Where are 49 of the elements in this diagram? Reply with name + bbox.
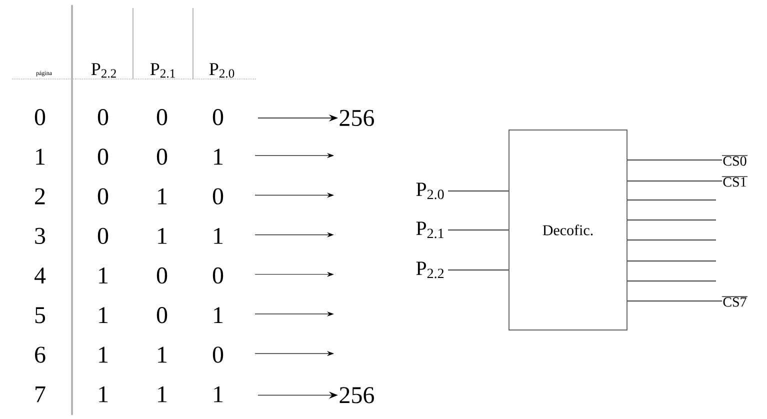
table-cell: 1 xyxy=(158,228,167,244)
signal-label: CS7 xyxy=(722,296,748,307)
table-cell: 0 xyxy=(98,148,108,165)
table-cell: 0 xyxy=(156,109,168,126)
table-cell: 1 xyxy=(158,188,167,204)
address-value: 256 xyxy=(340,387,374,404)
table-cell: 1 xyxy=(99,346,108,363)
table-cell: 0 xyxy=(98,109,108,126)
table-cell: 1 xyxy=(158,386,167,402)
table-cell: 0 xyxy=(98,188,108,204)
signal-line xyxy=(627,180,722,182)
table-cell: 1 xyxy=(99,386,108,402)
column-header: P$_{2.0}$ xyxy=(209,63,234,78)
row-number: 1 xyxy=(36,148,45,165)
row-number: 7 xyxy=(36,386,46,402)
row-number: 4 xyxy=(34,268,46,284)
signal-label: CS0 xyxy=(722,155,748,166)
input-label: P$_{2.0}$ xyxy=(416,182,444,200)
table-cell: 1 xyxy=(158,346,167,363)
row-number: 6 xyxy=(35,346,46,363)
table-cell: 1 xyxy=(214,386,223,402)
signal-line xyxy=(627,300,722,302)
signal-line xyxy=(627,280,716,282)
row-number: 5 xyxy=(35,307,46,324)
signal-label: CS1 xyxy=(722,176,748,187)
table-cell: 0 xyxy=(156,267,168,284)
table-cell: 0 xyxy=(212,267,224,284)
signal-line xyxy=(448,190,509,192)
table-cell: 1 xyxy=(214,307,223,323)
row-number: 0 xyxy=(34,109,46,126)
address-value: 256 xyxy=(340,110,374,126)
table-cell: 0 xyxy=(156,148,168,165)
table-cell: 1 xyxy=(99,307,108,323)
row-number: 2 xyxy=(35,188,45,204)
table-cell: 1 xyxy=(214,228,223,244)
input-label: P$_{2.2}$ xyxy=(416,262,444,278)
column-header: P$_{2.2}$ xyxy=(91,63,116,78)
input-label: P$_{2.1}$ xyxy=(416,222,444,238)
row-number: 3 xyxy=(35,228,46,244)
column-header: P$_{2.1}$ xyxy=(150,63,175,78)
table-cell: 0 xyxy=(156,307,168,324)
table-cell: 0 xyxy=(98,228,108,244)
signal-line xyxy=(627,260,716,262)
table-cell: 0 xyxy=(212,109,224,126)
table-cell: 1 xyxy=(99,268,108,284)
decoder-box: Decofic. xyxy=(508,130,628,330)
table-cell: 0 xyxy=(212,346,224,363)
table-cell: 0 xyxy=(212,188,224,204)
table-cell: 1 xyxy=(214,148,223,165)
